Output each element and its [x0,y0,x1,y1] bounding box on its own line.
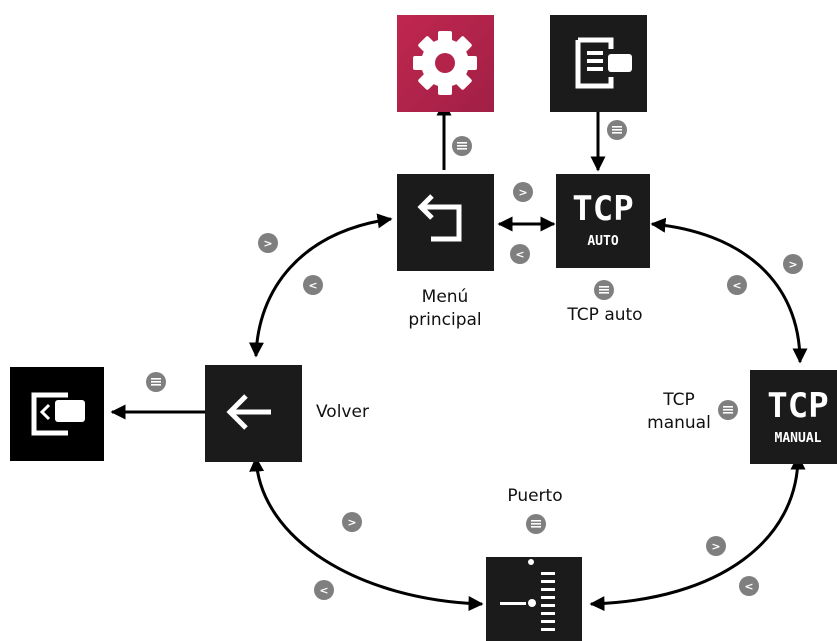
next-button-icon: > [258,233,278,253]
prev-button-icon: < [303,275,323,295]
main-menu-tile [397,174,494,271]
back-tile [205,365,302,462]
main-menu-label-line1: Menú [421,287,469,307]
arrow-tcp-auto-manual [650,217,808,364]
back-label: Volver [316,402,369,422]
prev-button-icon: < [314,580,334,600]
prev-button-icon: < [510,244,530,264]
svg-text:<: < [319,584,328,597]
arrow-main-back [248,213,393,358]
main-menu-label-line2: principal [408,310,482,330]
exit-tile [10,367,104,461]
svg-text:>: > [711,540,720,553]
gear-icon [413,31,477,95]
left-arrow-icon [226,394,271,430]
svg-text:<: < [732,279,741,292]
next-button-icon: > [783,254,803,274]
next-button-icon: > [342,512,362,532]
return-arrow-icon [417,194,462,242]
port-tile [486,557,582,641]
next-button-icon: > [706,536,726,556]
arrow-port-manual [589,454,806,612]
tcp-manual-label-line2: manual [647,413,711,433]
menu-button-icon [718,400,738,420]
tcp-auto-small-text: AUTO [587,234,618,249]
menu-buttons [146,120,738,534]
tcp-manual-small-text: MANUAL [775,431,822,446]
exit-icon [31,392,85,436]
svg-text:>: > [347,516,356,529]
menu-button-icon [452,136,472,156]
svg-text:>: > [518,186,527,199]
svg-text:>: > [788,258,797,271]
nav-buttons: > < > < > < > < > < [258,182,803,600]
list-monitor-icon [575,37,632,89]
menu-button-icon [607,120,627,140]
tcp-manual-label: TCP manual [644,389,714,435]
tcp-auto-big-text: TCP [572,189,633,229]
tcp-auto-tile: TCP AUTO [556,174,650,268]
prev-button-icon: < [727,275,747,295]
arrow-back-port [249,456,484,612]
svg-text:<: < [515,248,524,261]
port-label: Puerto [507,486,563,506]
prev-button-icon: < [739,576,759,596]
svg-text:<: < [744,580,753,593]
menu-button-icon [146,372,166,392]
monitor-tile [550,15,647,112]
tcp-manual-label-line1: TCP [663,390,695,410]
menu-button-icon [594,280,614,300]
tcp-auto-label: TCP auto [567,305,643,325]
port-icon [500,559,555,631]
main-menu-label: Menú principal [405,286,485,332]
menu-button-icon [526,514,546,534]
svg-text:>: > [263,237,272,250]
tcp-manual-big-text: TCP [767,386,828,426]
settings-tile [397,15,494,112]
connections [110,100,808,612]
next-button-icon: > [513,182,533,202]
tcp-manual-tile: TCP MANUAL [750,370,837,464]
svg-text:<: < [308,279,317,292]
